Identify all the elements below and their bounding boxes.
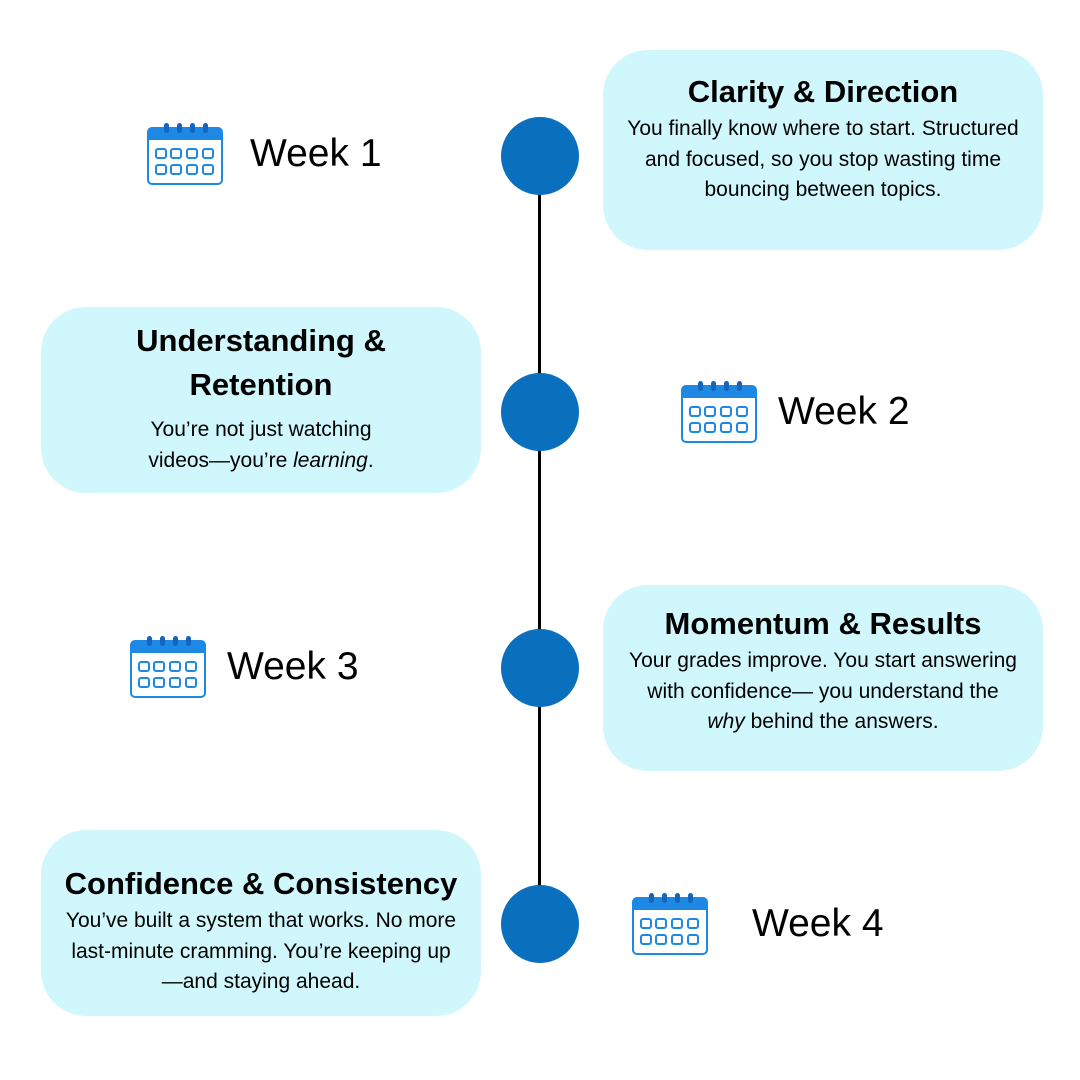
calendar-icon — [130, 636, 206, 698]
timeline-line — [538, 156, 541, 924]
stage-card-4: Confidence & Consistency You’ve built a … — [41, 830, 481, 1016]
stage-title: Understanding & Retention — [136, 323, 386, 402]
week-label-3: Week 3 — [130, 636, 359, 698]
stage-title: Momentum & Results — [664, 606, 982, 641]
stage-card-1: Clarity & Direction You finally know whe… — [603, 50, 1043, 250]
week-label-2: Week 2 — [681, 381, 910, 443]
week-text: Week 2 — [778, 390, 910, 433]
stage-title: Clarity & Direction — [687, 74, 959, 109]
stage-body: You’re not just watching videos—you’re l… — [148, 418, 374, 472]
calendar-icon — [681, 381, 757, 443]
timeline-node-1 — [501, 117, 579, 195]
calendar-icon — [147, 123, 223, 185]
stage-body: You’ve built a system that works. No mor… — [65, 909, 457, 993]
stage-body: Your grades improve. You start answering… — [629, 649, 1017, 733]
week-text: Week 3 — [227, 645, 359, 688]
timeline-node-2 — [501, 373, 579, 451]
stage-body: You finally know where to start. Structu… — [627, 117, 1019, 201]
week-text: Week 4 — [752, 902, 884, 945]
timeline-node-3 — [501, 629, 579, 707]
week-label-1: Week 1 — [147, 123, 382, 185]
stage-card-3: Momentum & Results Your grades improve. … — [603, 585, 1043, 771]
week-text: Week 1 — [250, 132, 382, 175]
week-label-4: Week 4 — [632, 893, 884, 955]
calendar-icon — [632, 893, 708, 955]
stage-title: Confidence & Consistency — [64, 866, 458, 901]
timeline-node-4 — [501, 885, 579, 963]
stage-card-2: Understanding & Retention You’re not jus… — [41, 307, 481, 493]
